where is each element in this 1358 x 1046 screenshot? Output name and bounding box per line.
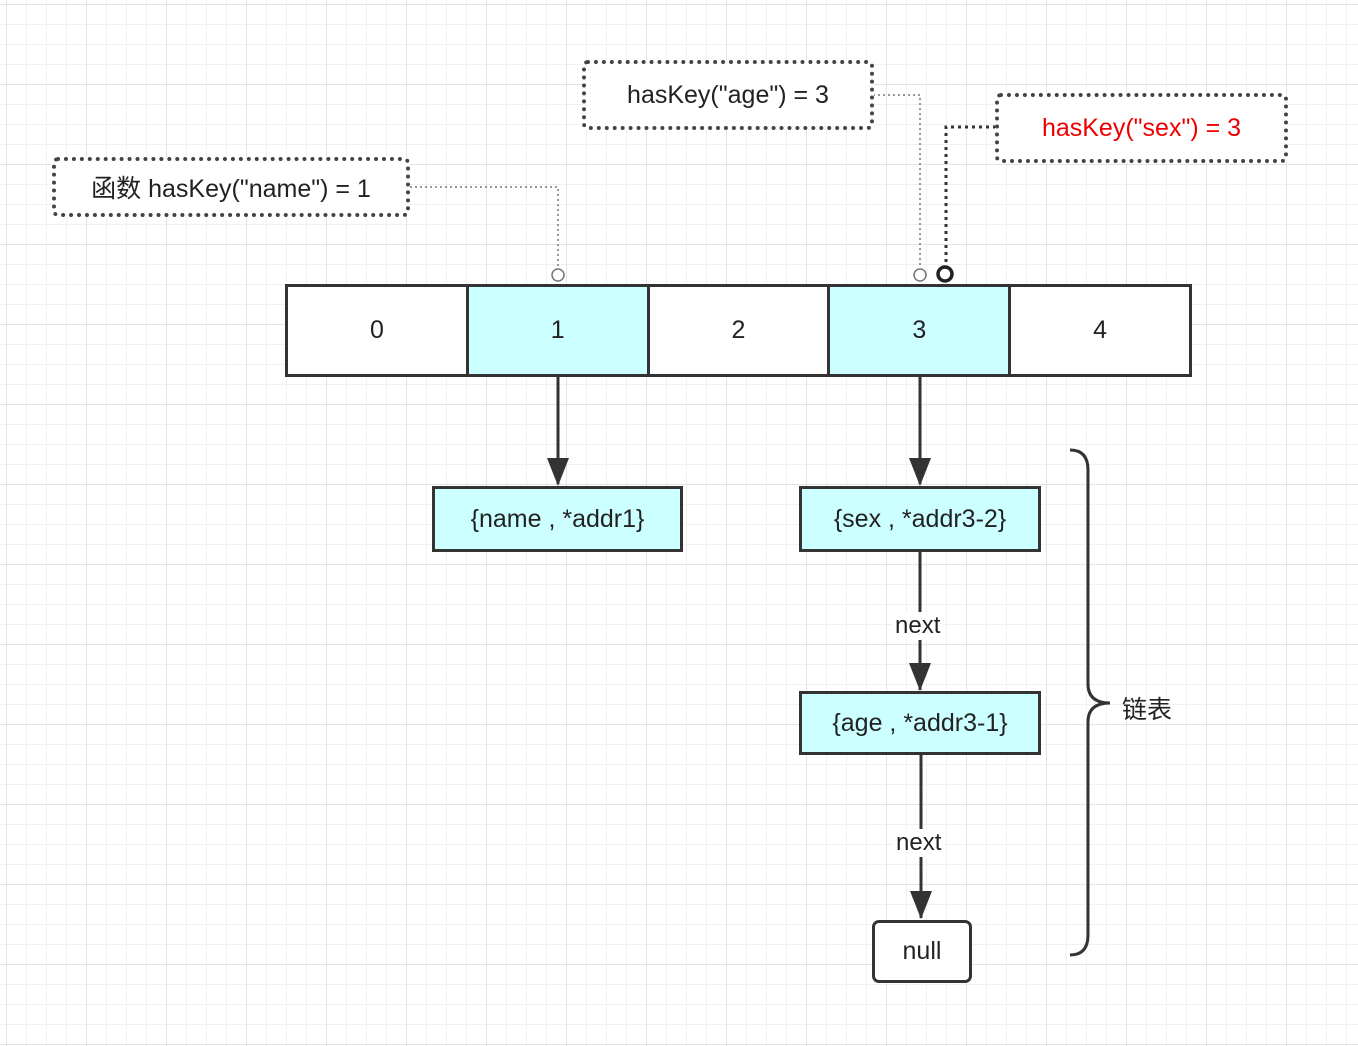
callout-hash-age: hasKey("age") = 3 bbox=[582, 60, 874, 130]
node-null: null bbox=[872, 920, 972, 983]
array-cell-3: 3 bbox=[830, 287, 1012, 374]
node-name-label: {name , *addr1} bbox=[470, 504, 645, 533]
array-cell-4-label: 4 bbox=[1093, 316, 1108, 344]
array-cell-3-label: 3 bbox=[912, 316, 927, 344]
node-age-label: {age , *addr3-1} bbox=[832, 708, 1008, 737]
anchor-dot-name bbox=[551, 268, 565, 282]
callout-hash-name: 函数 hasKey("name") = 1 bbox=[52, 157, 410, 217]
callout-hash-age-text: hasKey("age") = 3 bbox=[627, 80, 829, 109]
linked-list-brace bbox=[1069, 448, 1111, 957]
edge-label-next-1: next bbox=[892, 612, 944, 640]
array-cell-0: 0 bbox=[288, 287, 469, 374]
array-cell-2: 2 bbox=[649, 287, 831, 374]
anchor-dot-age bbox=[913, 268, 927, 282]
leader-line-age bbox=[873, 94, 921, 268]
hash-array: 0 1 2 3 4 bbox=[285, 284, 1192, 377]
array-cell-0-label: 0 bbox=[369, 316, 384, 344]
node-sex-label: {sex , *addr3-2} bbox=[833, 504, 1007, 533]
node-age: {age , *addr3-1} bbox=[799, 691, 1041, 755]
node-name: {name , *addr1} bbox=[432, 486, 683, 552]
array-cell-1: 1 bbox=[468, 287, 650, 374]
array-cell-1-label: 1 bbox=[550, 316, 565, 344]
linked-list-label: 链表 bbox=[1122, 696, 1173, 724]
callout-hash-name-text: 函数 hasKey("name") = 1 bbox=[91, 175, 371, 203]
node-sex: {sex , *addr3-2} bbox=[799, 486, 1041, 552]
edge-label-next-2: next bbox=[893, 829, 945, 857]
callout-hash-sex-text: hasKey("sex") = 3 bbox=[1041, 113, 1242, 142]
leader-line-name bbox=[410, 186, 559, 268]
array-cell-4: 4 bbox=[1011, 287, 1189, 374]
anchor-dot-sex bbox=[936, 265, 954, 283]
leader-line-sex bbox=[944, 125, 996, 266]
callout-hash-sex: hasKey("sex") = 3 bbox=[995, 93, 1288, 163]
array-cell-2-label: 2 bbox=[731, 316, 746, 344]
node-null-label: null bbox=[902, 937, 942, 965]
